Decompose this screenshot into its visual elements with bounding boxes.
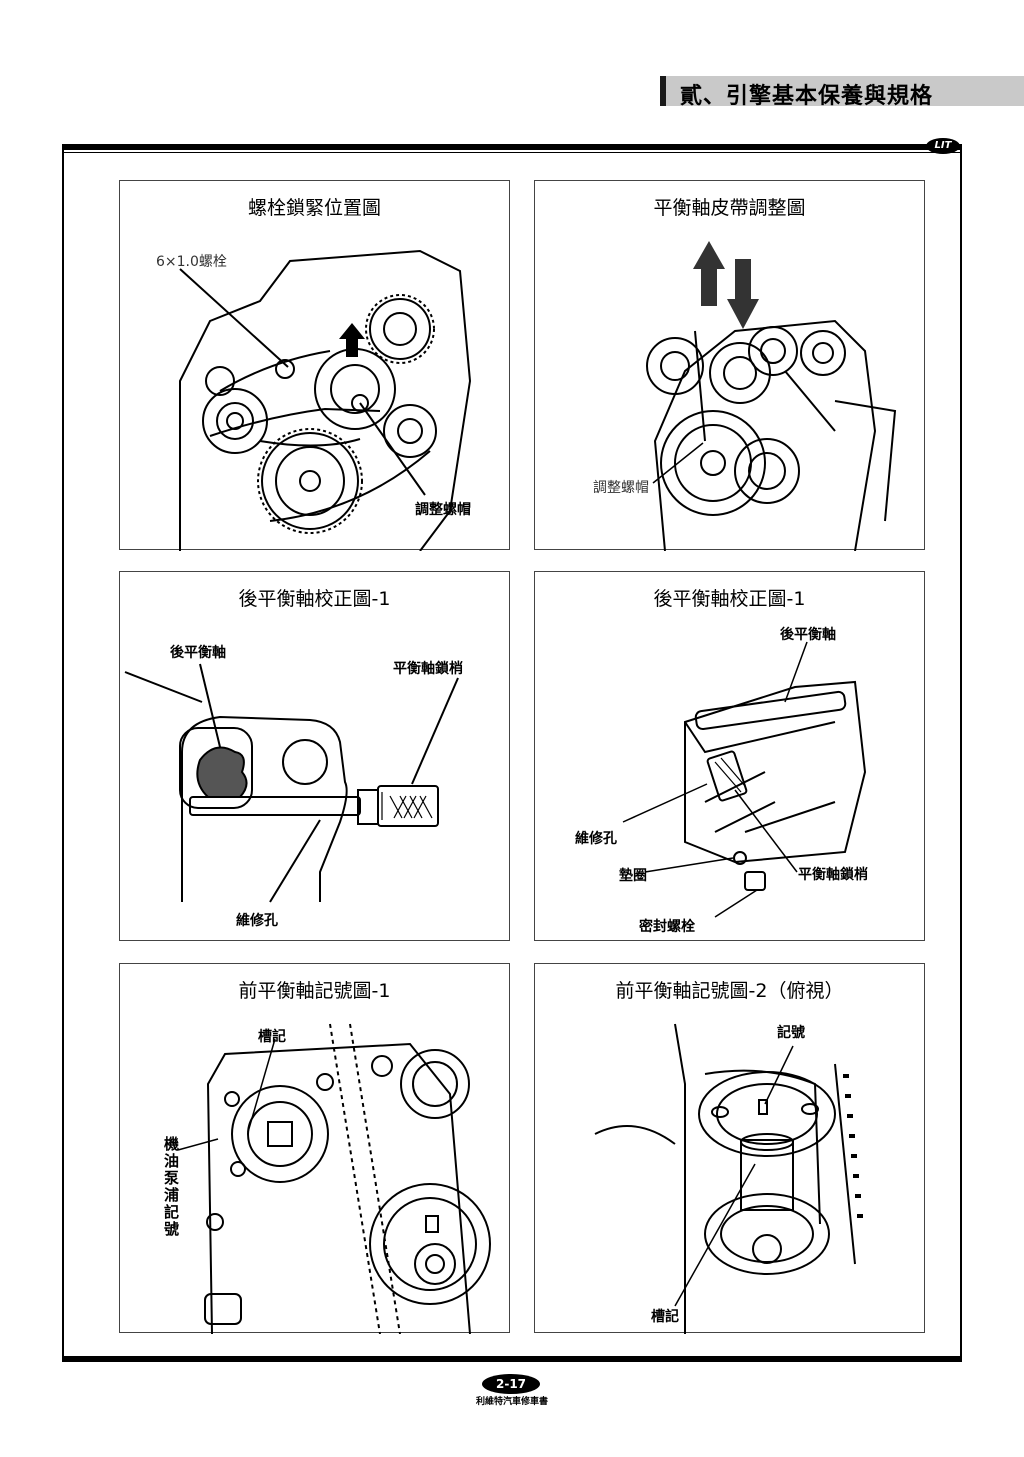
label-groove-mark: 槽記: [651, 1309, 679, 1325]
engine-belt-diagram: [179, 249, 472, 551]
label-mark: 記號: [777, 1025, 805, 1041]
panel-bolt-position: 螺栓鎖緊位置圖 6×1.0螺栓 調整螺帽: [119, 180, 510, 551]
label-groove-mark: 槽記: [258, 1029, 286, 1045]
label-oil-pump-mark: 機油泵浦記號: [164, 1135, 180, 1238]
label-rear-shaft: 後平衡軸: [780, 627, 836, 643]
page-number: 2-17: [482, 1374, 540, 1394]
bottom-rule: [62, 1356, 962, 1362]
label-rear-shaft: 後平衡軸: [170, 645, 226, 661]
panel-title: 螺栓鎖緊位置圖: [247, 197, 381, 219]
label-lock-pin: 平衡軸鎖梢: [798, 867, 868, 883]
chapter-title: 貳、引擎基本保養與規格: [680, 84, 934, 109]
panel-title: 後平衡軸校正圖-1: [238, 588, 391, 610]
label-washer: 墊圈: [619, 868, 647, 884]
logo: LIT: [926, 138, 960, 154]
page-frame: [62, 150, 962, 1357]
top-rule-thin: [62, 152, 962, 153]
publisher-name: 利維特汽車修車書: [475, 1397, 548, 1407]
label-service-hole: 維修孔: [575, 831, 617, 847]
top-rule: [62, 144, 962, 150]
panel-rear-shaft-align-2: 後平衡軸校正圖-1 後平衡軸 維修孔 墊圈 平衡軸鎖梢 密封螺栓: [534, 571, 925, 941]
panel-belt-adjustment: 平衡軸皮帶調整圖 調整螺帽: [534, 180, 925, 551]
panel-title: 前平衡軸記號圖-1: [238, 980, 391, 1002]
panel-title: 平衡軸皮帶調整圖: [653, 197, 806, 219]
label-service-hole: 維修孔: [236, 913, 278, 929]
panel-title: 後平衡軸校正圖-1: [653, 588, 806, 610]
front-shaft-top-diagram: [594, 1023, 863, 1334]
label-bolt: 6×1.0螺栓: [156, 254, 227, 270]
panel-title: 前平衡軸記號圖-2（俯視）: [615, 980, 844, 1002]
panel-rear-shaft-align: 後平衡軸校正圖-1 後平衡軸 平衡軸鎖梢 維修孔: [119, 571, 510, 941]
panel-front-shaft-mark-2: 前平衡軸記號圖-2（俯視） 記號 槽記: [534, 963, 925, 1334]
label-lock-pin: 平衡軸鎖梢: [393, 661, 463, 677]
panel-front-shaft-mark-1: 前平衡軸記號圖-1 槽記 機油泵浦記號: [119, 963, 510, 1334]
label-adjust-nut: 調整螺帽: [593, 480, 649, 496]
rear-shaft-side-diagram: [622, 641, 867, 918]
label-adjust-nut: 調整螺帽: [415, 502, 471, 518]
front-shaft-diagram: [177, 1023, 491, 1334]
belt-adjust-diagram: [646, 241, 897, 551]
rear-shaft-diagram: [124, 663, 459, 903]
chapter-header: 貳、引擎基本保養與規格: [660, 76, 1024, 109]
label-seal-bolt: 密封螺栓: [639, 919, 695, 935]
